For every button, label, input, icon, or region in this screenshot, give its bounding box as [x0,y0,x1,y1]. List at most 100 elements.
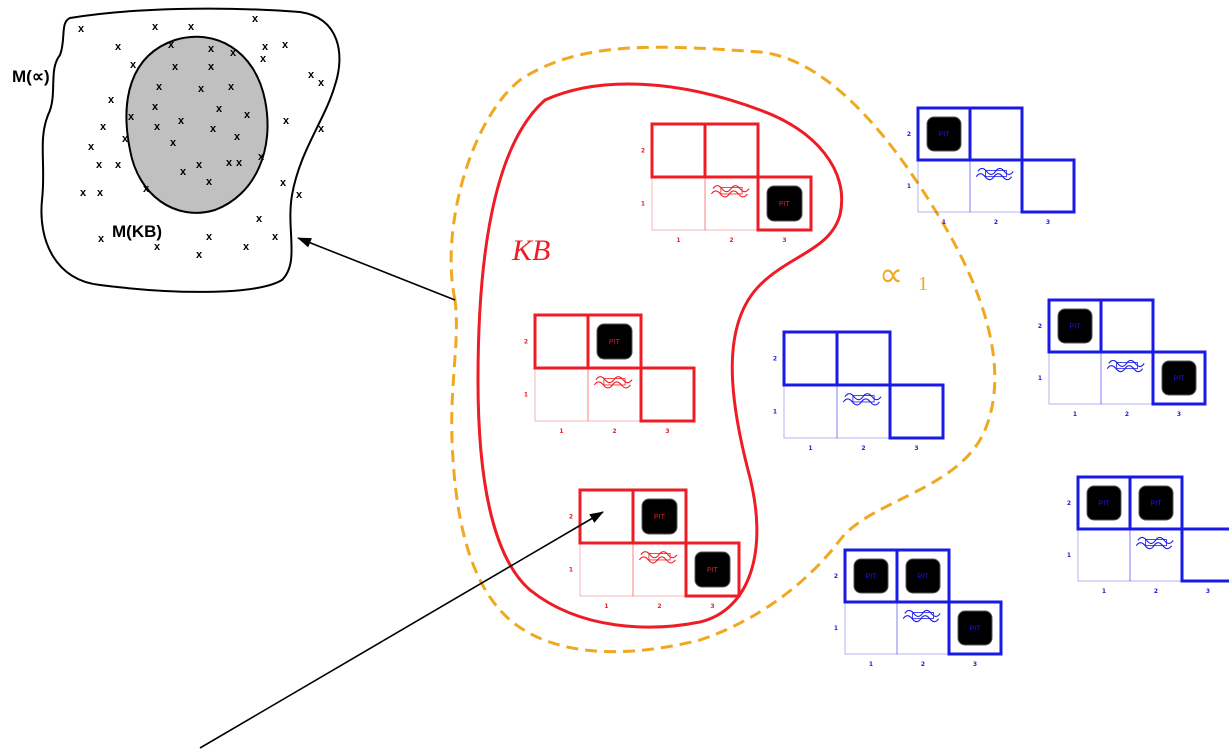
grid-cell [968,106,1024,162]
pit-icon [596,323,633,360]
grid-cell-faint [534,367,589,422]
model-point-mark: x [88,141,95,153]
model-point-mark: x [98,233,105,245]
col-tick-label: 3 [710,603,714,610]
model-point-mark: x [100,121,107,133]
col-tick-label: 3 [1177,411,1181,418]
model-point-mark: x [108,94,115,106]
pit-label: PIT [1099,501,1111,508]
alpha-symbol: ∝ [879,257,903,294]
model-point-mark: x [172,61,179,73]
pit-icon [641,498,678,535]
grid-cell-faint [836,384,891,439]
grid-cell [888,383,945,440]
grid-cell [1020,158,1076,214]
model-point-mark: x [198,83,205,95]
pit-label: PIT [654,514,666,521]
model-point-mark: x [243,241,250,253]
breeze-icon [1106,359,1145,373]
model-point-mark: x [80,187,87,199]
col-tick-label: 3 [914,445,918,452]
grid-cell [782,330,839,387]
model-point-mark: x [96,159,103,171]
row-tick-label: 2 [1067,500,1071,507]
col-tick-label: 3 [973,661,977,668]
model-point-mark: x [180,166,187,178]
model-point-mark: x [206,231,213,243]
col-tick-label: 2 [921,661,925,668]
model-point-mark: x [258,151,265,163]
breeze-icon [638,551,678,564]
model-point-mark: x [188,21,195,33]
model-point-mark: x [272,231,279,243]
model-point-mark: x [156,81,163,93]
model-point-mark: x [282,39,289,51]
pit-label: PIT [707,567,719,574]
model-point-mark: x [280,177,287,189]
pit-label: PIT [609,339,621,346]
pit-label: PIT [918,574,930,581]
row-tick-label: 2 [569,514,573,521]
col-tick-label: 1 [676,237,680,244]
col-tick-label: 1 [869,661,873,668]
grid-cell-faint [917,159,971,213]
model-point-mark: x [152,101,159,113]
grid-cell-faint [651,176,706,231]
pit-icon [926,116,962,152]
grid-cell [684,541,741,598]
breeze-icon [710,185,750,198]
model-point-mark: x [260,53,267,65]
grid-cell-faint [704,176,759,231]
row-tick-label: 1 [641,201,645,208]
grid-cell-faint [579,542,634,597]
model-point-mark: x [170,137,177,149]
col-tick-label: 1 [808,445,812,452]
row-tick-label: 1 [569,567,573,574]
model-point-mark: x [256,213,263,225]
col-tick-label: 1 [942,219,946,226]
grid-cell-faint [896,601,950,655]
m-alpha-label: M(∝) [12,67,50,86]
col-tick-label: 2 [612,428,616,435]
grid-cell [1099,298,1155,354]
kb-boundary [476,82,844,629]
pit-icon [1161,360,1197,396]
row-tick-label: 2 [641,148,645,155]
breeze-icon [593,376,633,389]
row-tick-label: 2 [834,573,838,580]
model-point-mark: x [234,131,241,143]
col-tick-label: 3 [665,428,669,435]
grid-cell-faint [1077,528,1131,582]
col-tick-label: 1 [1102,588,1106,595]
arrow-to-model [199,511,604,749]
model-point-mark: x [296,189,303,201]
row-tick-label: 2 [907,131,911,138]
model-point-mark: x [154,241,161,253]
model-point-mark: x [196,159,203,171]
model-point-mark: x [115,41,122,53]
pit-label: PIT [970,626,982,633]
model-point-mark: x [154,121,161,133]
model-point-mark: x [216,103,223,115]
model-point-mark: x [228,81,235,93]
pit-label: PIT [779,201,791,208]
pit-label: PIT [939,132,951,139]
col-tick-label: 1 [1073,411,1077,418]
m-kb-label: M(KB) [112,222,162,241]
pit-label: PIT [1151,501,1163,508]
model-point-mark: x [97,187,104,199]
model-point-mark: x [283,115,290,127]
grid-cell-faint [1048,351,1102,405]
pit-label: PIT [1174,376,1186,383]
row-tick-label: 2 [524,339,528,346]
grid-cell-faint [844,601,898,655]
model-point-mark: x [318,77,325,89]
col-tick-label: 2 [657,603,661,610]
